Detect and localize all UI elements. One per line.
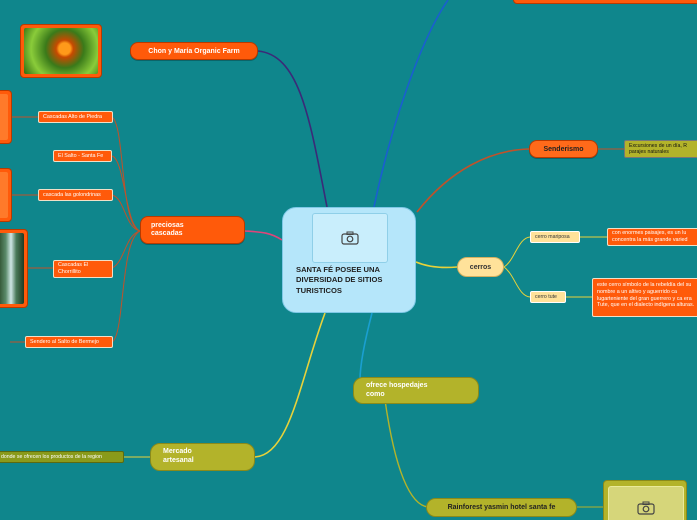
cascada-image-2: [0, 168, 12, 222]
branch-senderismo[interactable]: Senderismo: [529, 140, 598, 158]
flower-photo: [24, 28, 98, 74]
branch-senderismo-label: Senderismo: [543, 145, 584, 153]
central-topic[interactable]: SANTA FÉ POSEE UNA DIVERSIDAD DE SITIOS …: [282, 207, 416, 313]
central-image-placeholder[interactable]: [312, 213, 388, 263]
cerro-mariposa[interactable]: cerro mariposa: [530, 231, 580, 243]
branch-hospedajes[interactable]: ofrece hospedajes como: [353, 377, 479, 404]
branch-cascadas-label: preciosas cascadas: [151, 221, 184, 237]
cascada-item-golondrinas[interactable]: cascada las golondrinas: [38, 189, 113, 201]
branch-mercado[interactable]: Mercado artesanal: [150, 443, 255, 471]
cerro-mariposa-detail[interactable]: con enormes paisajes, es un lu concentra…: [607, 228, 697, 246]
cascada-image-3: [0, 229, 28, 308]
central-topic-title: SANTA FÉ POSEE UNA DIVERSIDAD DE SITIOS …: [296, 265, 383, 295]
senderismo-detail[interactable]: Excursiones de un día, R parajes natural…: [624, 140, 697, 158]
branch-chon-farm[interactable]: Chon y María Organic Farm: [130, 42, 258, 60]
hospedaje-image-placeholder[interactable]: [608, 486, 684, 520]
mercado-detail[interactable]: donde se ofrecen los productos de la reg…: [0, 451, 124, 463]
hospedaje-rainforest-yasmin[interactable]: Rainforest yasmin hotel santa fe: [426, 498, 577, 517]
cutoff-top-node[interactable]: [513, 0, 697, 4]
cerro-tute-detail[interactable]: este cerro símbolo de la rebeldía del su…: [592, 278, 697, 317]
waterfall-photo: [0, 233, 24, 304]
cascada-image-1: [0, 90, 12, 144]
hospedaje-image-card[interactable]: [603, 480, 687, 520]
chon-farm-image: [20, 24, 102, 78]
camera-icon: [637, 501, 655, 515]
cascada-item-salto-de-bermejo[interactable]: Sendero al Salto de Bermejo: [25, 336, 113, 348]
branch-cerros-label: cerros: [469, 263, 492, 271]
cascada-item-alto-de-piedra[interactable]: Cascadas Alto de Piedra: [38, 111, 113, 123]
branch-cerros[interactable]: cerros: [457, 257, 504, 277]
branch-chon-farm-label: Chon y María Organic Farm: [148, 47, 240, 55]
branch-cascadas[interactable]: preciosas cascadas: [140, 216, 245, 244]
camera-icon: [341, 231, 359, 245]
branch-mercado-label: Mercado artesanal: [163, 448, 194, 464]
cerro-tute[interactable]: cerro tute: [530, 291, 566, 303]
cascada-item-el-chorrillito[interactable]: Cascadas El Chorrillito: [53, 260, 113, 278]
cascada-item-el-salto[interactable]: El Salto - Santa Fe: [53, 150, 112, 162]
branch-hospedajes-label: ofrece hospedajes como: [366, 382, 428, 398]
